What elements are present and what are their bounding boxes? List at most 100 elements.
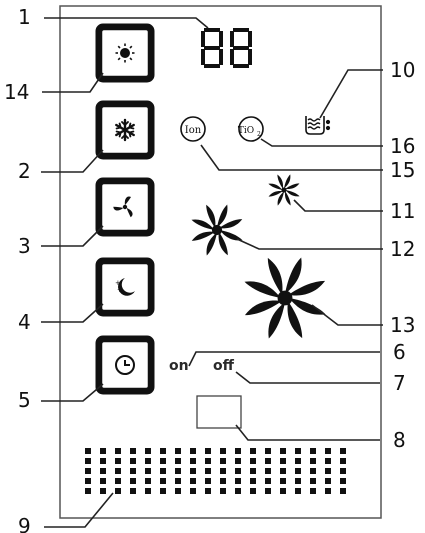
matrix-dot [250,448,256,454]
clock-icon [115,355,135,375]
matrix-dot [175,448,181,454]
timer-button[interactable] [95,335,155,395]
matrix-dot [205,488,211,494]
matrix-dot [190,448,196,454]
matrix-dot [190,488,196,494]
callout-14: 14 [4,80,29,104]
callout-10: 10 [390,58,415,82]
callout-5: 5 [18,388,31,412]
callout-11: 11 [390,199,415,223]
matrix-dot [100,448,106,454]
matrix-dot [130,458,136,464]
matrix-dot [145,478,151,484]
matrix-dot [265,478,271,484]
matrix-dot [175,458,181,464]
svg-text:+: + [117,287,122,294]
fan-large-icon [244,257,326,339]
matrix-dot [100,478,106,484]
matrix-dot [115,458,121,464]
matrix-dot [340,478,346,484]
callout-1: 1 [18,5,31,29]
ion-label: Ion [185,125,202,136]
matrix-dot [115,468,121,474]
callout-16: 16 [390,134,415,158]
matrix-dot [175,468,181,474]
matrix-dot [340,468,346,474]
matrix-dot [265,488,271,494]
seven-segment-display [201,28,252,68]
callout-3: 3 [18,234,31,258]
matrix-dot [295,488,301,494]
matrix-dot [295,458,301,464]
matrix-dot [85,478,91,484]
matrix-dot [265,468,271,474]
matrix-dot [250,468,256,474]
matrix-dot [280,448,286,454]
matrix-dot [205,448,211,454]
matrix-dot [325,468,331,474]
matrix-dot [250,478,256,484]
tio2-indicator: TiO 2 [238,116,264,142]
matrix-dot [130,468,136,474]
matrix-dot [85,458,91,464]
matrix-dot [205,478,211,484]
matrix-dot [85,448,91,454]
matrix-dot [130,488,136,494]
fan-small-icon [268,174,300,206]
matrix-dot [325,448,331,454]
moon-stars-icon: + + [115,278,135,296]
matrix-dot [340,488,346,494]
matrix-dot [160,448,166,454]
off-label: off [213,358,235,374]
leader-lines [41,17,383,528]
svg-text:+: + [115,279,121,287]
matrix-dot [160,468,166,474]
matrix-dot [250,458,256,464]
fan-medium-icon [191,204,243,256]
matrix-dot [100,458,106,464]
dot-matrix-display [85,448,346,494]
matrix-dot [235,468,241,474]
tio2-label: TiO [238,126,254,136]
matrix-dot [325,488,331,494]
matrix-dot [295,478,301,484]
matrix-dot [235,488,241,494]
matrix-dot [130,448,136,454]
matrix-dot [145,448,151,454]
matrix-dot [85,488,91,494]
matrix-dot [220,458,226,464]
matrix-dot [115,448,121,454]
matrix-dot [100,488,106,494]
callout-7: 7 [393,371,406,395]
matrix-dot [280,478,286,484]
matrix-dot [235,458,241,464]
matrix-dot [295,468,301,474]
sun-icon [115,43,135,63]
mode-button-sleep[interactable]: + + [95,257,155,317]
matrix-dot [265,448,271,454]
matrix-dot [220,478,226,484]
matrix-dot [100,468,106,474]
mode-button-heat[interactable] [95,23,155,83]
matrix-dot [175,478,181,484]
matrix-dot [205,468,211,474]
matrix-dot [310,478,316,484]
matrix-dot [280,458,286,464]
matrix-dot [145,468,151,474]
snowflake-icon [115,118,135,142]
callout-8: 8 [393,428,406,452]
matrix-dot [340,458,346,464]
matrix-dot [280,488,286,494]
matrix-dot [325,478,331,484]
matrix-dot [325,458,331,464]
callout-labels: 1 2 3 4 5 6 7 8 9 10 11 12 13 14 15 16 [4,5,415,533]
mode-button-fan[interactable] [95,177,155,237]
matrix-dot [235,478,241,484]
matrix-dot [265,458,271,464]
callout-12: 12 [390,237,415,261]
water-tank-icon [305,116,331,135]
matrix-dot [310,488,316,494]
matrix-dot [220,488,226,494]
mode-button-cool[interactable] [95,100,155,160]
